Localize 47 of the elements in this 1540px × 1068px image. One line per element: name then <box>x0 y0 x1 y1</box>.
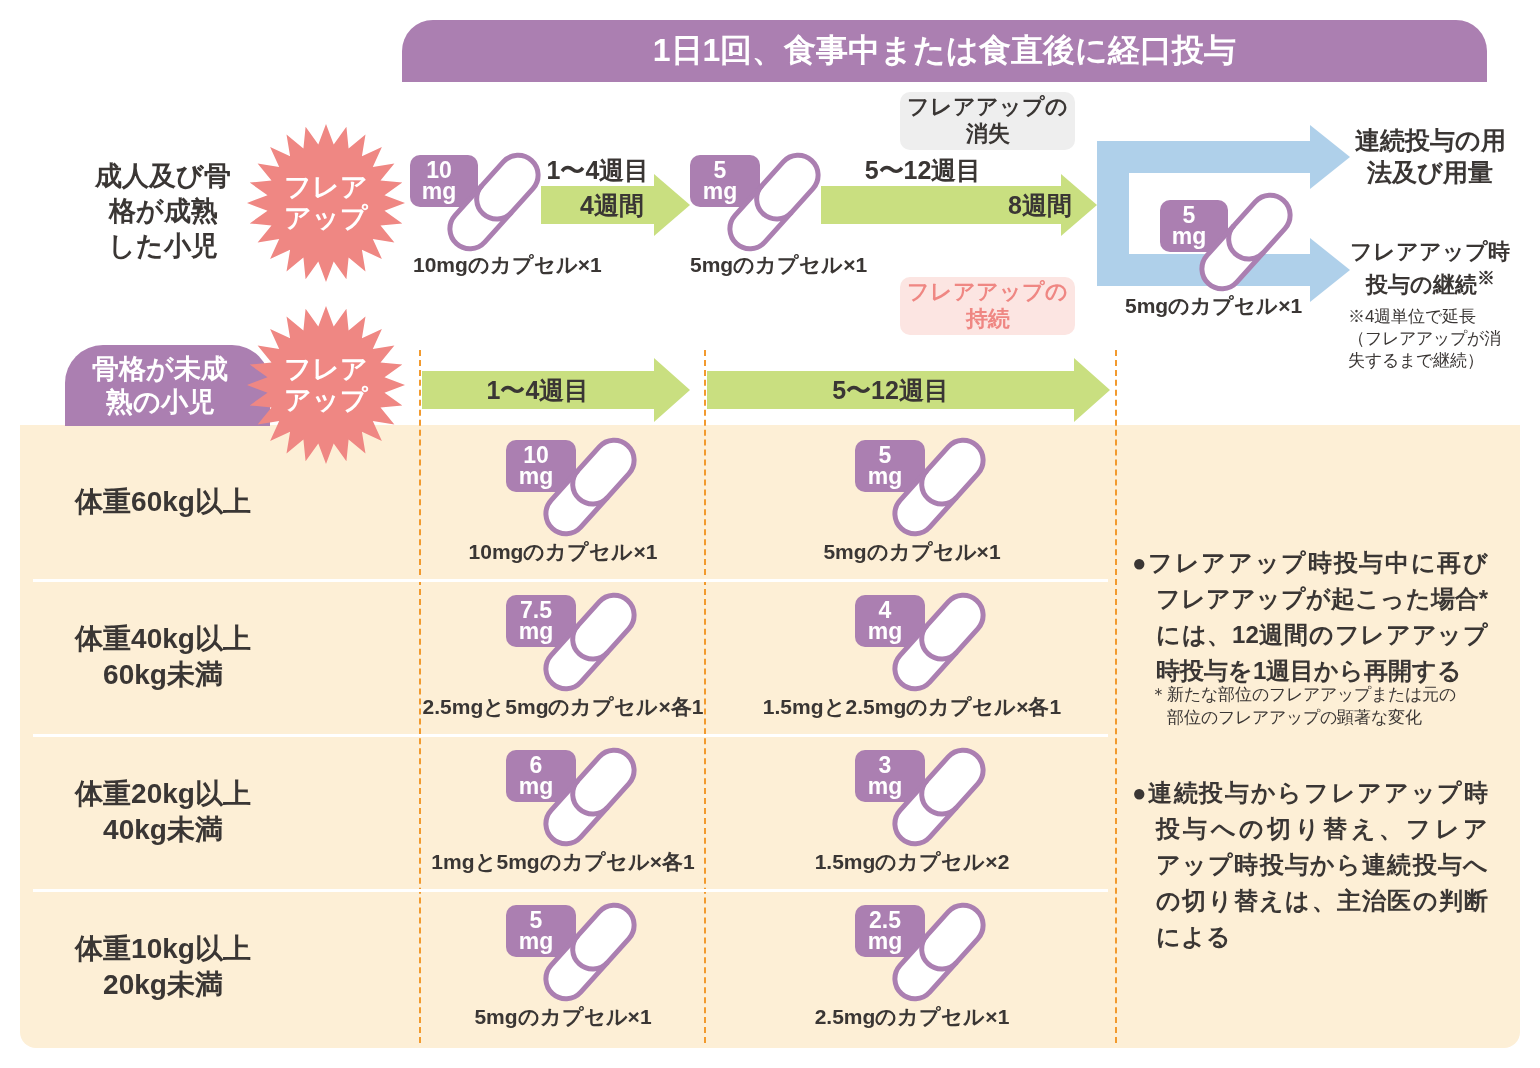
capsule-caption: 2.5mgと5mgのカプセル×各1 <box>422 694 704 720</box>
dose-badge: 3 mg <box>855 750 925 802</box>
dose-badge: 4 mg <box>855 595 925 647</box>
capsule-caption: 1.5mgのカプセル×2 <box>814 849 1010 875</box>
starburst: フレアアップ <box>247 124 405 282</box>
dose-badge: 6 mg <box>506 750 576 802</box>
arrow <box>1097 125 1350 189</box>
capsule-caption: 10mgのカプセル×1 <box>468 539 658 565</box>
row-header: 体重20kg以上40kg未満 <box>73 776 252 847</box>
row-header: 体重40kg以上60kg未満 <box>73 621 252 692</box>
capsule-caption: 5mgのカプセル×1 <box>823 539 1001 565</box>
row-header: 体重60kg以上 <box>75 484 251 519</box>
dose-badge: 10 mg <box>410 155 478 207</box>
capsule-caption: 5mgのカプセル×1 <box>474 1004 652 1030</box>
status-box: フレアアップの消失 <box>900 92 1075 150</box>
group-tab: 骨格が未成熟の小児 <box>65 345 270 426</box>
arrow <box>821 174 1097 236</box>
title-banner: 1日1回、食事中または食直後に経口投与 <box>402 20 1487 82</box>
dose-badge: 5 mg <box>1160 200 1228 252</box>
capsule-caption: 10mgのカプセル×1 <box>413 252 602 278</box>
capsule-caption: 1.5mgと2.5mgのカプセル×各1 <box>762 694 1062 720</box>
starburst: フレアアップ <box>247 306 405 464</box>
outcome-text: フレアアップ時投与の継続$^{※}$ <box>1350 237 1510 301</box>
group-label: 成人及び骨格が成熟した小児 <box>94 160 232 264</box>
footnote: ＊新たな部位のフレアアップまたは元の部位のフレアアップの顕著な変化 <box>1150 684 1457 729</box>
note-text: ●フレアアップ時投与中に再びフレアアップが起こった場合*には、12週間のフレアアップ時投与を1週目から再開する <box>1132 548 1488 685</box>
dose-badge: 10 mg <box>506 440 576 492</box>
dose-badge: 7.5 mg <box>506 595 576 647</box>
arrow <box>541 174 690 236</box>
week-label: 1〜4週目 <box>546 154 650 186</box>
capsule-caption: 2.5mgのカプセル×1 <box>814 1004 1010 1030</box>
capsule-caption: 1mgと5mgのカプセル×各1 <box>431 849 695 875</box>
outcome-text: 連続投与の用法及び用量 <box>1350 120 1510 192</box>
note-text: ●連続投与からフレアアップ時投与への切り替え、フレアアップ時投与から連続投与への切り替えは、主治医の判断による <box>1132 778 1488 952</box>
arrow <box>1097 230 1350 302</box>
row-header: 体重10kg以上20kg未満 <box>73 931 252 1002</box>
capsule-caption: 5mgのカプセル×1 <box>1125 293 1303 319</box>
dose-badge: 5 mg <box>506 905 576 957</box>
arrow-banner: 1〜4週目 <box>422 358 690 422</box>
footnote: ※4週単位で延長（フレアアップが消失するまで継続） <box>1348 306 1502 372</box>
dose-badge: 2.5 mg <box>855 905 925 957</box>
arrow-banner: 5〜12週目 <box>707 358 1110 422</box>
dose-badge: 5 mg <box>855 440 925 492</box>
week-label: 5〜12週目 <box>864 154 982 186</box>
dose-badge: 5 mg <box>690 155 760 207</box>
status-box: フレアアップの持続 <box>900 277 1075 335</box>
capsule-caption: 5mgのカプセル×1 <box>690 252 868 278</box>
